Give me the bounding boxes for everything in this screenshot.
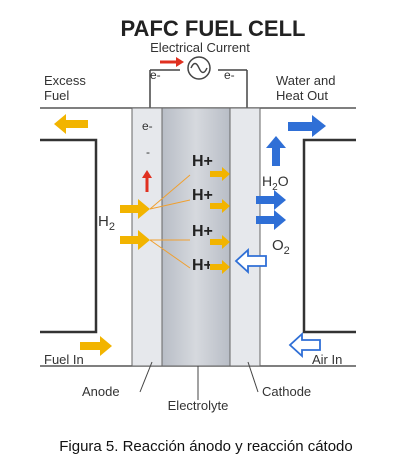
h-plus-ion-2: H+ — [192, 187, 230, 213]
h2o-label: H2O — [262, 173, 289, 193]
h-plus-ion-4: H+ — [192, 257, 230, 274]
excess-fuel-arrow — [54, 114, 88, 134]
water-arrow-upper — [256, 190, 286, 210]
anode-electron-label: e- — [142, 119, 153, 133]
electrolyte-label: Electrolyte — [168, 398, 229, 413]
excess-fuel-label-line2: Fuel — [44, 88, 69, 103]
load-sine-icon — [187, 56, 211, 80]
h2o-up-arrow — [266, 136, 286, 166]
cathode-label: Cathode — [262, 384, 311, 399]
svg-text:H+: H+ — [192, 153, 213, 170]
electron-label-right: e- — [224, 68, 235, 82]
water-heat-label-line2: Heat Out — [276, 88, 328, 103]
anode-label: Anode — [82, 384, 120, 399]
svg-text:H+: H+ — [192, 187, 213, 204]
figure-caption: Figura 5. Reacción ánodo y reacción cáto… — [59, 438, 353, 455]
channel-walls — [40, 138, 356, 334]
anode-electron-minus: - — [146, 145, 150, 159]
cathode-electrode — [229, 107, 261, 367]
reaction-lines — [149, 174, 191, 269]
air-in-arrow — [288, 331, 321, 359]
diagram-title: PAFC FUEL CELL — [121, 16, 306, 41]
h2-label: H2 — [98, 213, 115, 233]
water-heat-label-line1: Water and — [276, 73, 336, 88]
electron-flow-arrow-anode — [142, 170, 152, 192]
o2-label: O2 — [272, 237, 290, 257]
electrical-current-label: Electrical Current — [150, 40, 250, 55]
label-leader-lines — [139, 361, 259, 400]
air-in-label: Air In — [312, 352, 342, 367]
electron-flow-arrow-top — [160, 57, 184, 67]
electron-label-left: e- — [150, 68, 161, 82]
h-plus-ion-3: H+ — [192, 223, 230, 249]
electrolyte-layer — [161, 107, 231, 367]
o2-in-arrow — [234, 247, 267, 275]
h2-arrow-upper — [120, 199, 150, 219]
svg-text:H+: H+ — [192, 257, 213, 274]
water-arrow-lower — [256, 210, 286, 230]
external-circuit — [149, 69, 248, 108]
excess-fuel-label-line1: Excess — [44, 73, 86, 88]
water-heat-out-arrow — [288, 115, 326, 137]
h-plus-ion-1: H+ — [192, 153, 230, 181]
h2-arrow-lower — [120, 230, 150, 250]
svg-text:H+: H+ — [192, 223, 213, 240]
fuel-in-label: Fuel In — [44, 352, 84, 367]
fuel-in-arrow — [80, 336, 112, 356]
